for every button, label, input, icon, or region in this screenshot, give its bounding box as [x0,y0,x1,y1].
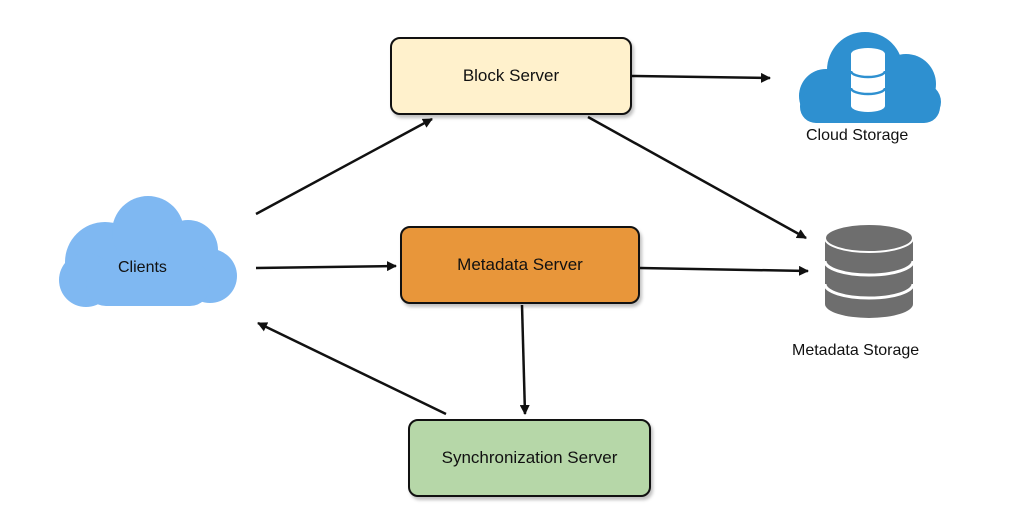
block-server-node: Block Server [390,37,632,115]
edge-sync-server-to-clients [257,321,447,416]
metadata-storage-database-icon [823,223,915,318]
edge-clients-to-metadata-server [255,261,397,272]
clients-cloud-icon [59,196,237,307]
edge-clients-to-block-server [255,117,433,216]
clients-cloud-shape [59,196,237,307]
block-server-label: Block Server [462,66,560,85]
edge-block-server-to-cloud-storage [631,72,771,83]
metadata-storage-label: Metadata Storage [792,342,920,359]
sync-server-node: Synchronization Server [408,419,651,497]
edge-metadata-server-to-metadata-storage [639,265,809,276]
sync-server-label: Synchronization Server [441,448,618,467]
clients-label: Clients [118,259,167,276]
cloud-storage-icon [799,32,941,123]
metadata-server-node: Metadata Server [400,226,640,304]
cloud-storage-db-icon [849,48,887,112]
metadata-server-label: Metadata Server [457,255,583,274]
edge-metadata-server-to-sync-server [519,304,530,415]
edge-block-server-to-metadata-storage [587,115,807,240]
cloud-storage-label: Cloud Storage [806,127,909,144]
